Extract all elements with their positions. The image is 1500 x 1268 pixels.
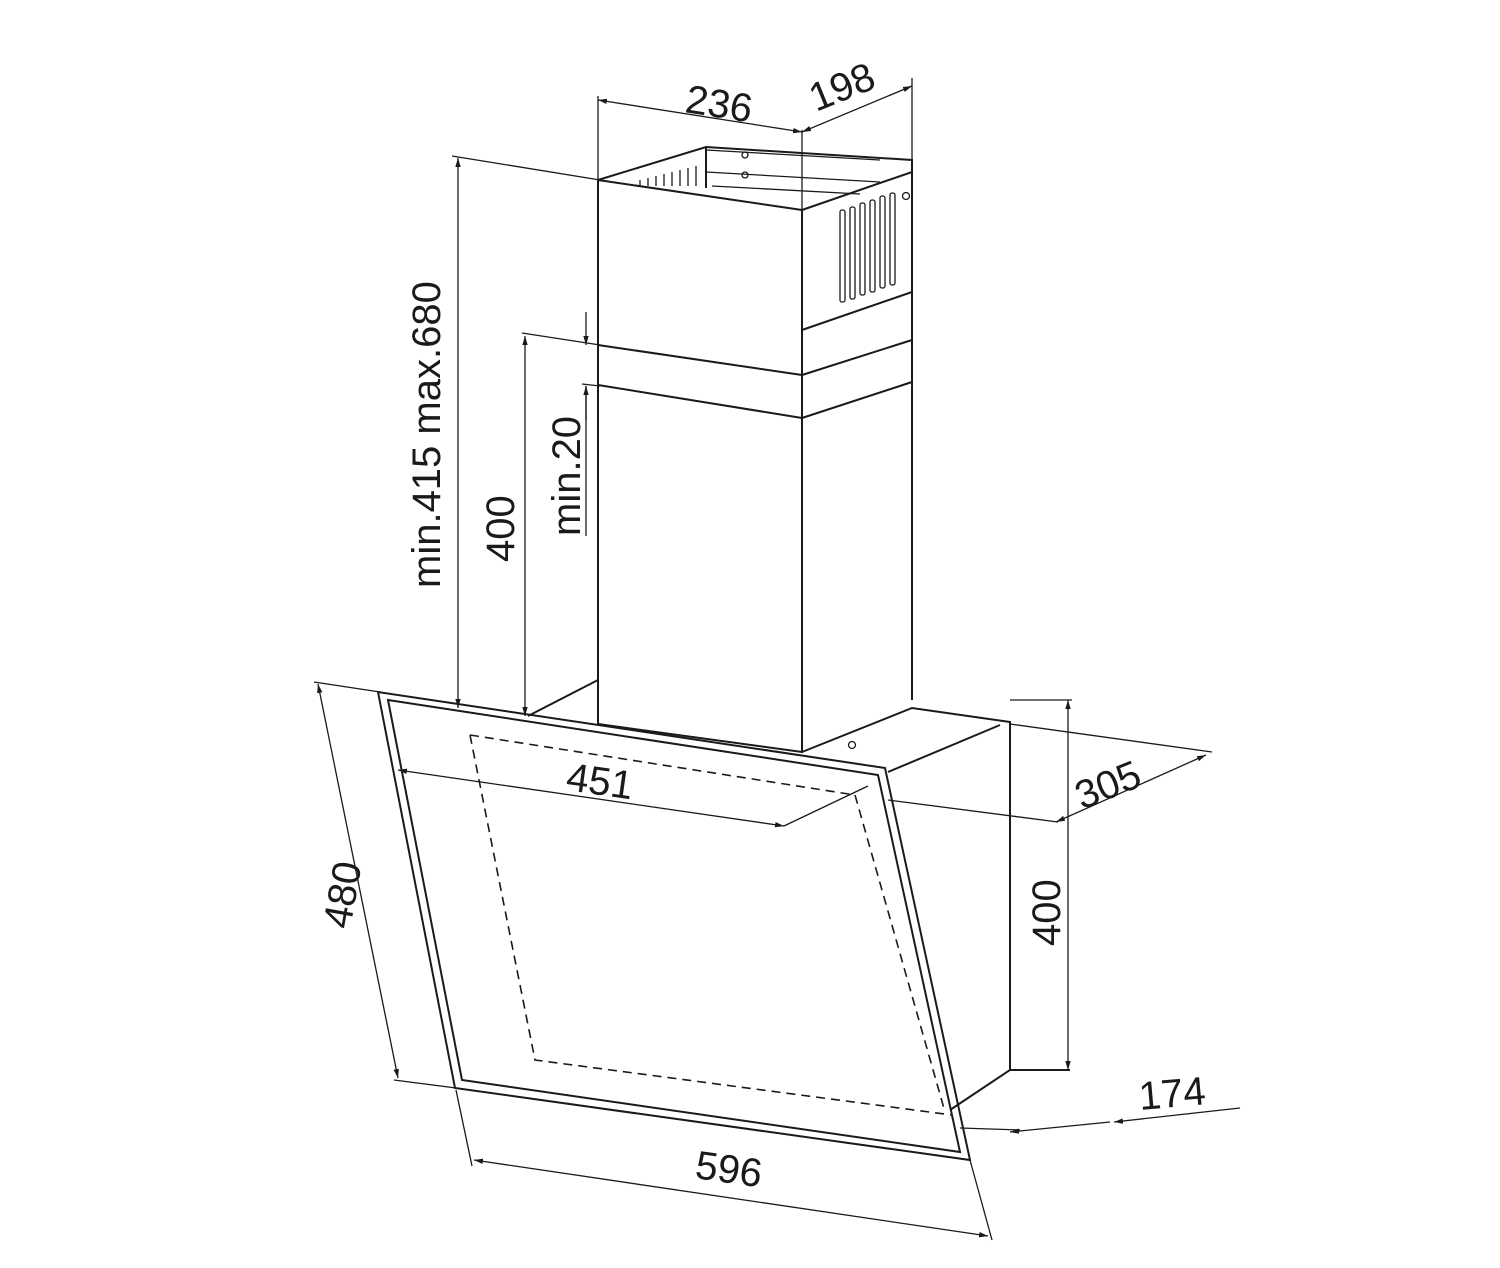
dim-chimney-width: 236 [597,77,803,210]
label-451: 451 [564,755,636,808]
body-top-left [527,679,599,717]
bracket-hole [741,151,749,159]
body-top-right [801,706,1011,753]
chimney-front [597,178,803,754]
bracket-bottom [711,185,861,195]
hidden-outline-top [469,734,856,796]
dim-glass-height: 480 [313,681,457,1089]
overlap-side-bottom [801,381,913,419]
label-480: 480 [316,858,371,931]
back-vents [639,166,697,186]
hidden-outline-left [469,734,953,1116]
bracket-top [705,149,881,161]
overlap-line-top [597,344,803,376]
bracket-hole [741,171,749,179]
chimney [597,145,913,754]
side-screw [901,191,911,201]
body-right-side [949,722,1011,1111]
bracket-mid [705,171,881,183]
label-400-upper: 400 [479,495,523,562]
label-596: 596 [693,1143,765,1196]
dim-chimney-depth: 198 [801,55,913,160]
label-236: 236 [683,77,756,131]
label-198: 198 [803,55,881,121]
dim-total-width: 596 [455,1089,993,1241]
side-vents [839,192,896,303]
glass-outer [376,690,972,1162]
label-305: 305 [1069,753,1147,819]
body-screw [847,740,857,750]
dim-overlap: min.20 [545,312,601,536]
dim-chimney-height: min.415 max.680 [405,155,601,708]
dim-bottom-depth: 174 [959,1069,1241,1134]
overlap-line-bottom [597,384,803,419]
dim-inner-width: 451 [397,755,869,828]
hood-body [527,679,1070,1111]
body-top-front-edge [887,724,1001,773]
dim-hood-depth: 305 [887,723,1213,823]
dim-body-height: 400 [1010,699,1072,1070]
overlap-side-top [801,339,913,376]
hidden-outline-right [854,794,946,1113]
glass-panel [376,690,972,1162]
label-min20: min.20 [545,416,589,536]
label-chimney-height: min.415 max.680 [405,281,449,588]
label-400-lower: 400 [1025,879,1069,946]
label-174: 174 [1137,1069,1207,1119]
glass-inner [386,698,962,1154]
